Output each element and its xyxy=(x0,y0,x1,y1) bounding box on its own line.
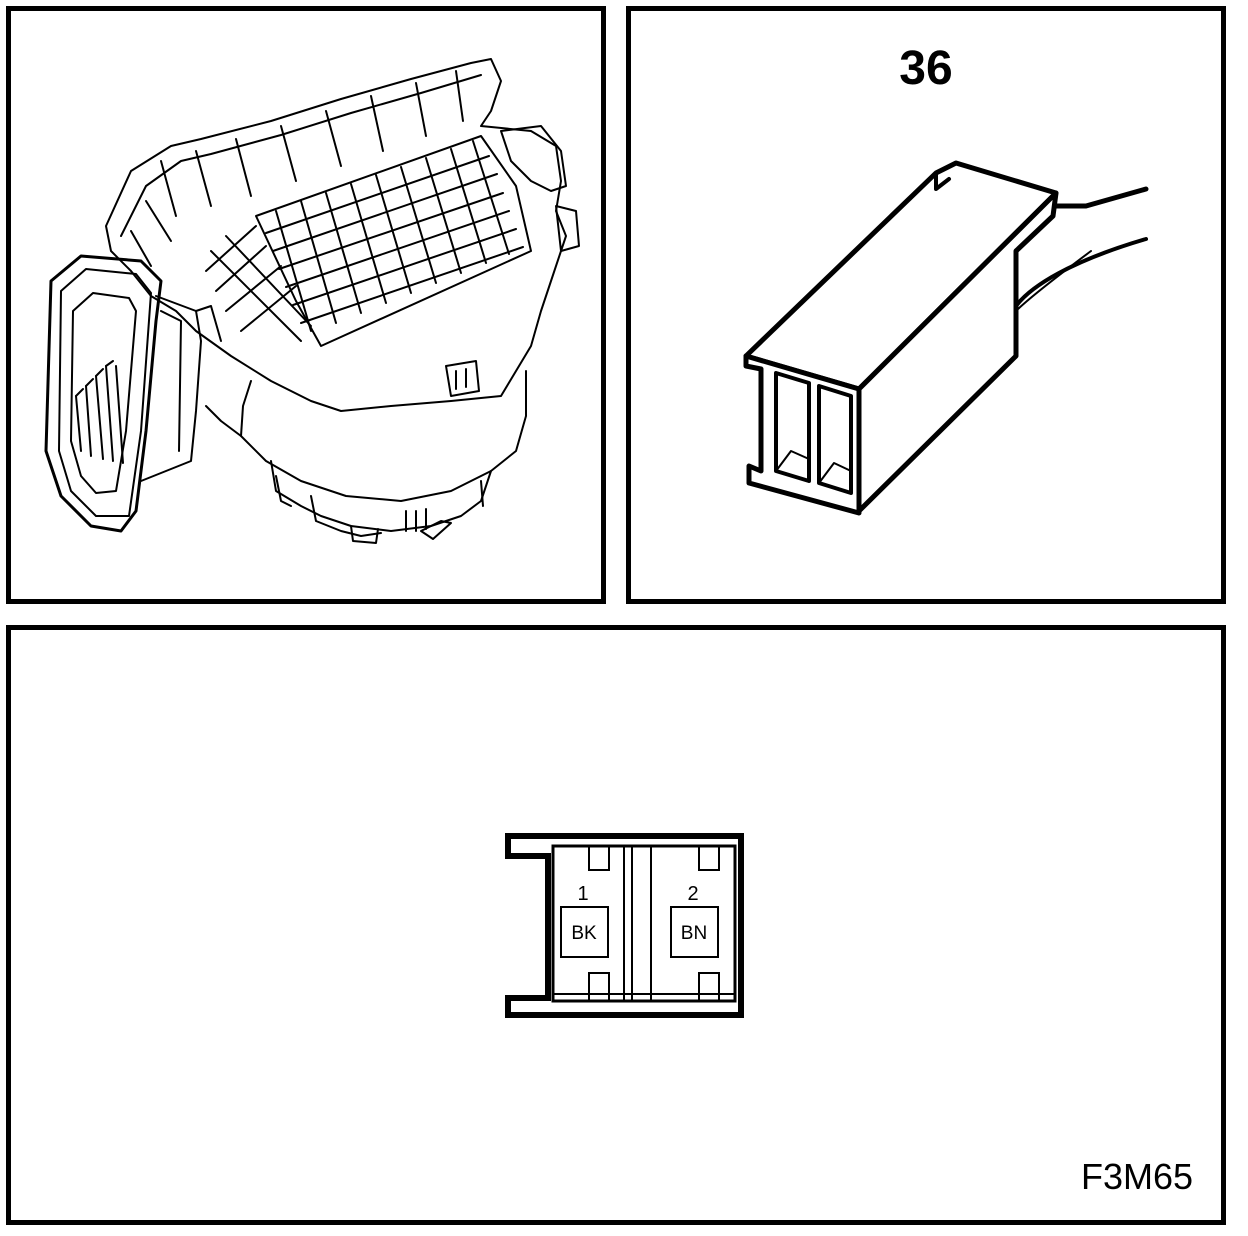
pin-1-number: 1 xyxy=(577,883,588,905)
component-illustration-panel xyxy=(6,6,606,604)
pin-2-color: BN xyxy=(681,923,707,944)
connector-number: 36 xyxy=(899,42,953,95)
blower-motor-illustration xyxy=(44,58,580,544)
connector-view-panel: 36 xyxy=(626,6,1226,604)
connector-face-diagram: 1 BK 2 BN xyxy=(505,833,744,1018)
pin-1-color: BK xyxy=(571,923,597,944)
pin-2-number: 2 xyxy=(687,883,698,905)
pinout-panel: 1 BK 2 BN F3M65 xyxy=(6,625,1226,1225)
connector-housing-illustration xyxy=(743,160,1149,516)
figure-code: F3M65 xyxy=(1080,1156,1193,1197)
